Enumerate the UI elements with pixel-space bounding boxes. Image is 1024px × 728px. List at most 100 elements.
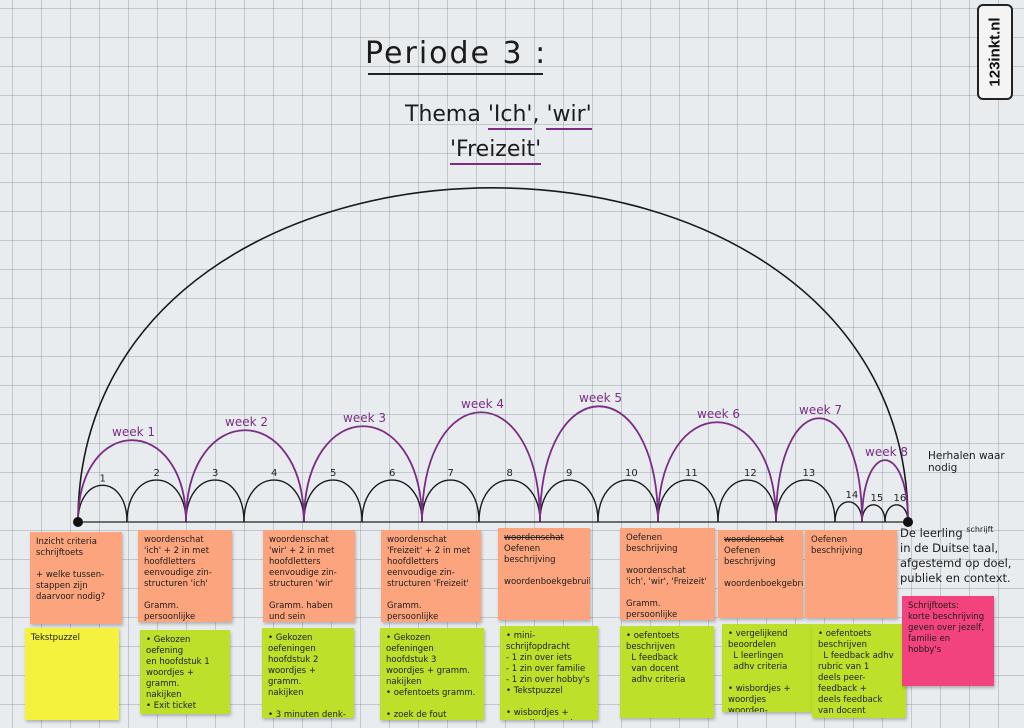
- lesson-number-label: 11: [685, 468, 698, 479]
- title-underline: [368, 73, 543, 75]
- note-line: van docent: [818, 706, 866, 716]
- lesson-number-label: 1: [100, 473, 106, 484]
- lesson-arc: [361, 479, 423, 523]
- lesson-arc: [421, 479, 480, 523]
- note-line: Oefenen beschrijving: [504, 544, 556, 565]
- lesson-number-label: 16: [894, 493, 907, 504]
- page-title: Periode 3 :: [365, 36, 547, 71]
- week-arc: [775, 417, 863, 523]
- note-line: • vergelijkend: [728, 629, 788, 639]
- goal-line4: publiek en context.: [900, 570, 1011, 585]
- title-colon: :: [535, 36, 548, 71]
- theme-wir: 'wir': [546, 102, 592, 130]
- lesson-arc: [77, 484, 128, 523]
- lesson-arc: [478, 479, 541, 523]
- note-line: beschrijven: [818, 640, 867, 650]
- week-arc: [185, 429, 305, 523]
- note-line: [626, 555, 709, 566]
- note-line: [268, 699, 348, 710]
- note-line: L leerlingen: [728, 651, 784, 661]
- note-line: familie en: [908, 634, 951, 644]
- note-line: • 3 minuten denk-: [268, 710, 346, 718]
- note-line: woordenschat: [269, 535, 329, 545]
- note-line: beschrijven: [626, 642, 675, 652]
- green-note: Tekstpuzzel: [25, 628, 119, 720]
- note-line: Gramm. haben: [269, 601, 333, 611]
- note-line: L feedback: [626, 653, 678, 663]
- note-line: [724, 568, 797, 579]
- note-line: Oefenen: [811, 535, 848, 545]
- lesson-arc: [861, 504, 886, 523]
- note-line: [506, 697, 592, 708]
- lesson-arc: [834, 501, 863, 523]
- theme-prefix: Thema: [405, 102, 481, 127]
- note-line: beoordelen: [728, 640, 776, 650]
- lesson-arc: [303, 479, 363, 523]
- note-line: Inzicht criteria: [36, 537, 97, 547]
- week-arc: [861, 459, 909, 523]
- week-label: week 5: [579, 391, 622, 405]
- note-line: 'Freizeit' + 2 in met hoofdletters: [387, 546, 473, 567]
- note-line: nakijken: [386, 677, 422, 687]
- note-line: beschrijving: [811, 546, 863, 556]
- note-line: • Exit ticket: [146, 701, 197, 711]
- goal-line2: in de Duitse taal,: [900, 540, 999, 555]
- note-line: • oefentoets: [818, 629, 872, 639]
- note-line: Tekstpuzzel: [31, 633, 80, 643]
- week-label: week 2: [225, 415, 268, 429]
- note-line: • mini-schrijfopdracht: [506, 631, 570, 652]
- theme-line: Thema 'Ich', 'wir': [405, 102, 592, 130]
- lesson-number-label: 15: [871, 493, 884, 504]
- goal-line1: De leerling: [900, 525, 963, 540]
- note-line: • zoek de fout: [386, 710, 447, 720]
- lesson-number-label: 6: [389, 468, 395, 479]
- note-line: nakijken: [146, 690, 182, 700]
- lesson-number-label: 14: [846, 490, 859, 501]
- note-line: woordenschat: [144, 535, 204, 545]
- note-line: 'wir' + 2 in met hoofdletters: [269, 546, 338, 567]
- lesson-number-label: 2: [154, 468, 160, 479]
- note-line: - 1 zin over iets: [506, 653, 572, 663]
- brand-logo: 123inkt.nl: [977, 4, 1013, 100]
- note-line: woordenschat: [387, 535, 447, 545]
- week-label: week 7: [799, 403, 842, 417]
- lesson-number-label: 5: [330, 468, 336, 479]
- note-line: adhv criteria: [626, 675, 686, 685]
- note-line: van docent: [626, 664, 679, 674]
- repeat-note: Herhalen waar nodig: [928, 450, 1005, 474]
- week-label: week 1: [112, 425, 155, 439]
- note-line: [36, 559, 116, 570]
- timeline-endpoint: [903, 517, 913, 527]
- lesson-number-label: 12: [744, 468, 757, 479]
- lesson-number-label: 7: [448, 468, 454, 479]
- lesson-arc: [126, 479, 187, 523]
- note-line: • Gekozen oefeningen: [268, 633, 316, 654]
- note-line: [504, 566, 584, 577]
- note-line: Oefenen beschrijving: [626, 533, 678, 554]
- note-line: deels peer-: [818, 673, 866, 683]
- week-arc: [303, 425, 423, 523]
- period-arc: [77, 187, 909, 523]
- week-arc: [657, 421, 777, 523]
- note-line: [386, 699, 478, 710]
- note-line: • Tekstpuzzel: [506, 686, 563, 696]
- note-line: • Gekozen oefening: [146, 635, 194, 656]
- note-line: hoofdstuk 3: [386, 655, 437, 665]
- note-line: hobby's: [908, 645, 942, 655]
- note-line: stappen zijn: [36, 581, 88, 591]
- note-line: geven over jezelf,: [908, 623, 984, 633]
- note-line: feedback +: [818, 684, 867, 694]
- orange-note: woordenschat'ich' + 2 in met hoofdletter…: [138, 530, 232, 622]
- note-line: [387, 590, 475, 601]
- week-label: week 8: [865, 445, 908, 459]
- lesson-arc: [657, 479, 719, 523]
- note-line: Gramm. persoonlijke: [626, 599, 678, 620]
- lesson-arc: [539, 479, 599, 523]
- note-line: nakijken: [268, 688, 304, 698]
- note-line: deels feedback: [818, 695, 883, 705]
- note-line: structuren 'ich': [144, 579, 208, 589]
